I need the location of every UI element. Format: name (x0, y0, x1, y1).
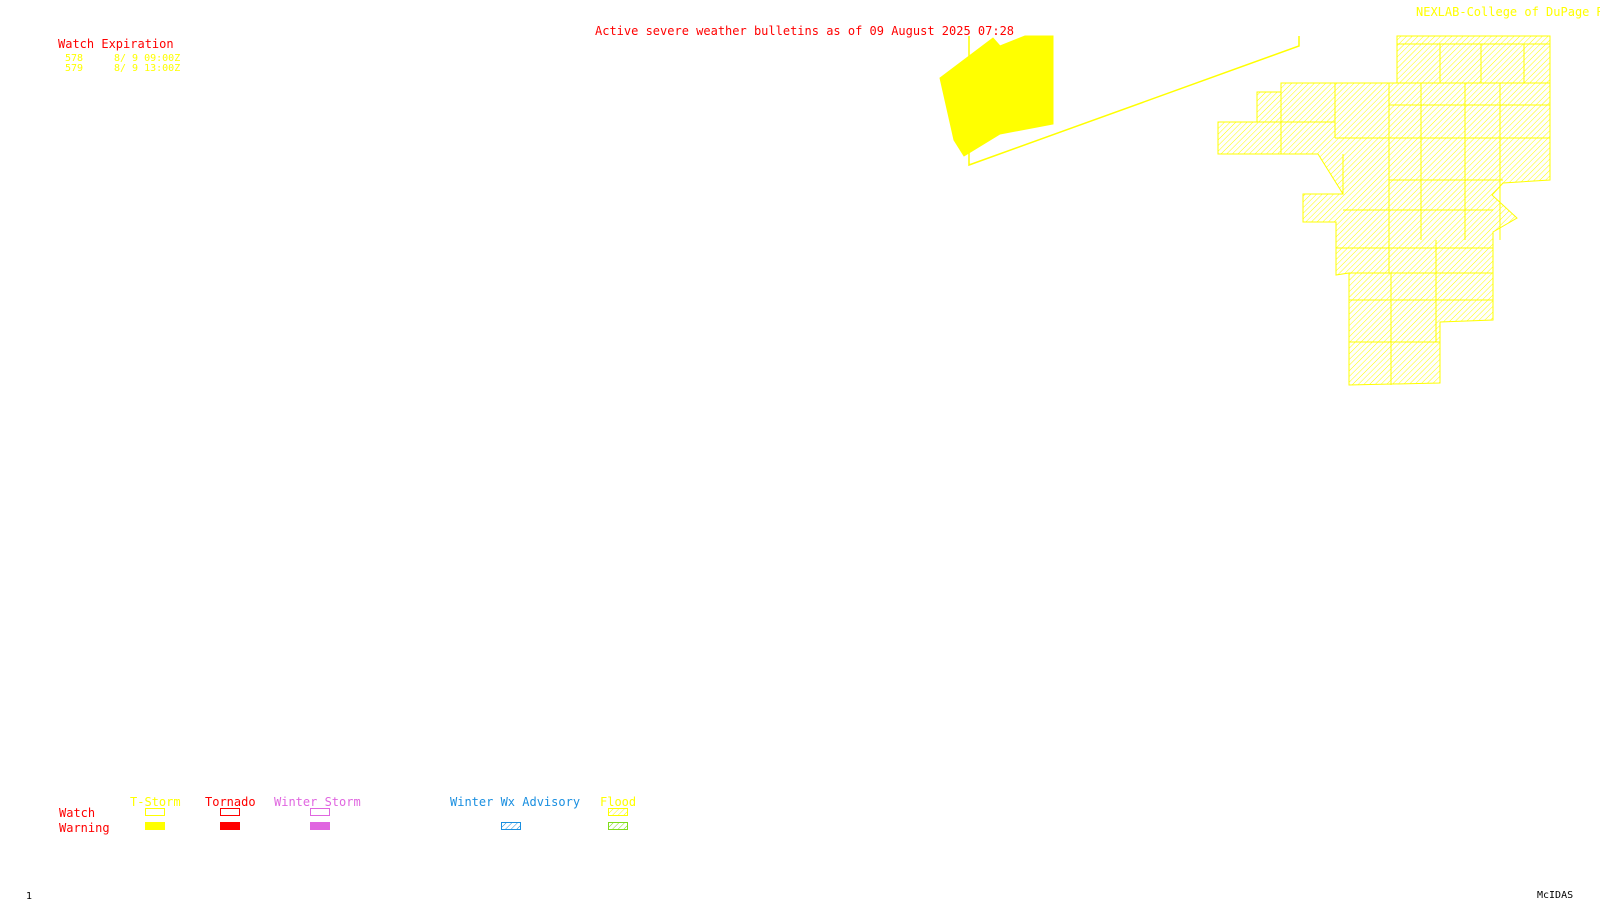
legend-tstorm-watch-swatch (145, 808, 165, 816)
legend-flood-warning-swatch (608, 822, 628, 830)
legend-flood-label: Flood (600, 795, 637, 809)
legend-tornado-watch-swatch (220, 808, 240, 816)
legend-tornado-label: Tornado (205, 795, 256, 809)
legend-winter-storm-watch-swatch (310, 808, 330, 816)
watch-expiration-time: 8/ 9 09:00Z (114, 53, 181, 64)
legend-tstorm-warning-swatch (145, 822, 165, 830)
legend-winter-wx-advisory-swatch (501, 822, 521, 830)
legend-warning-label: Warning (59, 821, 110, 835)
page-title: Active severe weather bulletins as of 09… (595, 24, 1015, 38)
legend-winter-storm-warning-swatch (310, 822, 330, 830)
credit-text: NEXLAB-College of DuPage R (1416, 5, 1600, 19)
frame-number: 1 (26, 891, 33, 902)
watch-expiration-heading: Watch Expiration (58, 37, 174, 51)
legend-winter-storm-label: Winter Storm (274, 795, 361, 809)
software-label: McIDAS (1537, 890, 1574, 901)
legend-tstorm-label: T-Storm (130, 795, 181, 809)
legend-winter-wx-advisory-label: Winter Wx Advisory (450, 795, 581, 809)
watch-number: 578 (65, 53, 84, 64)
tstorm-watch-outline (968, 36, 1300, 167)
legend-watch-label: Watch (59, 806, 96, 820)
watch-number: 579 (65, 63, 84, 74)
watch-county-area (1217, 35, 1551, 386)
legend-tornado-warning-swatch (220, 822, 240, 830)
watch-expiration-time: 8/ 9 13:00Z (114, 63, 181, 74)
tstorm-warning-polygon (939, 35, 1054, 157)
legend-flood-watch-swatch (608, 808, 628, 816)
